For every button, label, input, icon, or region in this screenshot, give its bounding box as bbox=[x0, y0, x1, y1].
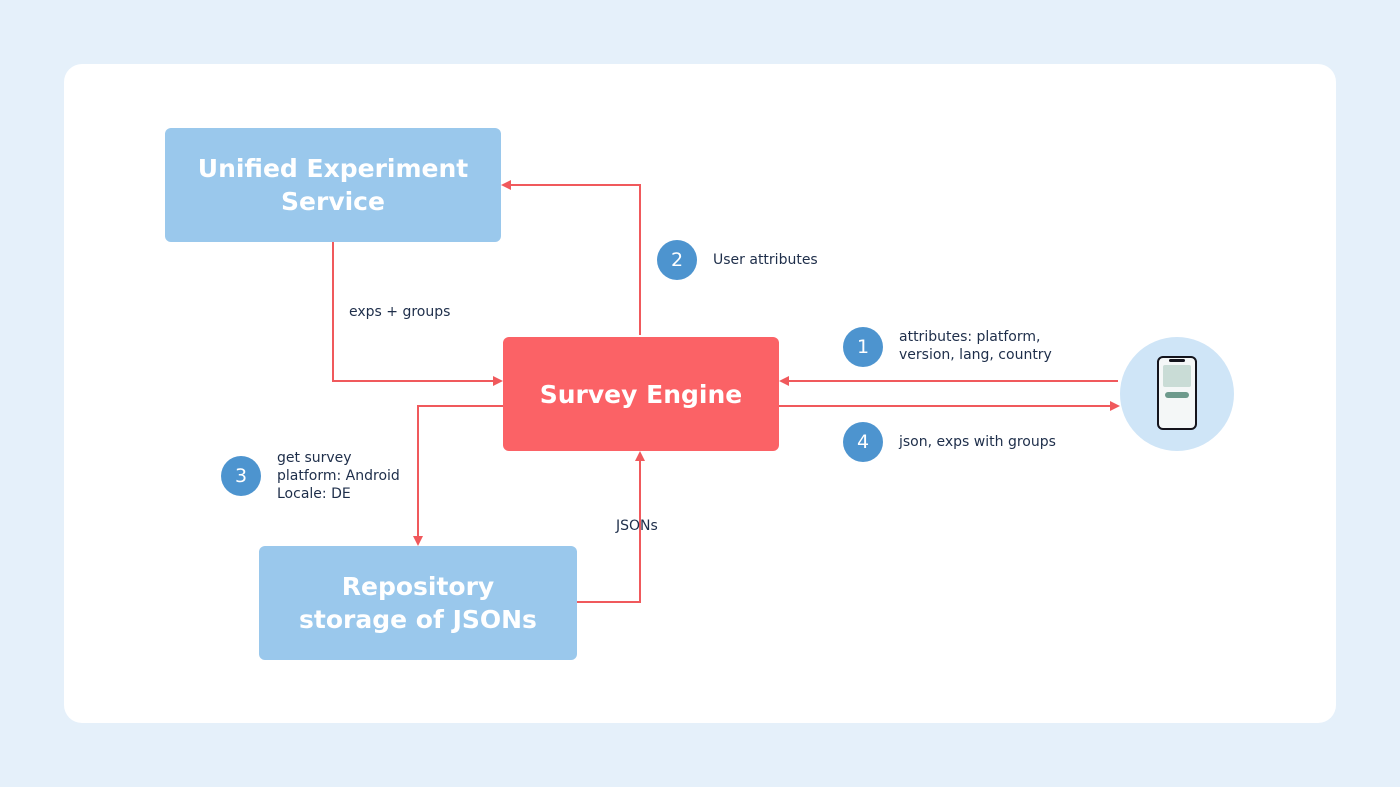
step-badge-3: 3 bbox=[221, 456, 261, 496]
step-label-3: get survey platform: Android Locale: DE bbox=[277, 450, 400, 502]
step-badge-2: 2 bbox=[657, 240, 697, 280]
step-label-2: User attributes bbox=[713, 252, 818, 268]
step-badge-1: 1 bbox=[843, 327, 883, 367]
edge-label-exps-groups: exps + groups bbox=[349, 304, 451, 320]
arrow-repo-to-engine bbox=[577, 451, 645, 603]
edge-label-jsons: JSONs bbox=[616, 518, 658, 534]
step-label-4: json, exps with groups bbox=[899, 434, 1056, 450]
repository-node: Repository storage of JSONs bbox=[259, 546, 577, 660]
smartphone-icon bbox=[1157, 356, 1197, 430]
phone-notch bbox=[1169, 359, 1185, 362]
phone-button-shape bbox=[1165, 392, 1189, 398]
survey-engine-node: Survey Engine bbox=[503, 337, 779, 451]
arrow-engine-to-repo bbox=[413, 405, 503, 546]
client-device-circle bbox=[1120, 337, 1234, 451]
phone-screen-block bbox=[1163, 365, 1191, 387]
step-badge-4: 4 bbox=[843, 422, 883, 462]
arrow-ues-to-engine bbox=[332, 242, 503, 386]
unified-experiment-service-node: Unified Experiment Service bbox=[165, 128, 501, 242]
step-label-1: attributes: platform, version, lang, cou… bbox=[899, 329, 1052, 363]
arrow-engine-to-ues bbox=[501, 180, 641, 335]
